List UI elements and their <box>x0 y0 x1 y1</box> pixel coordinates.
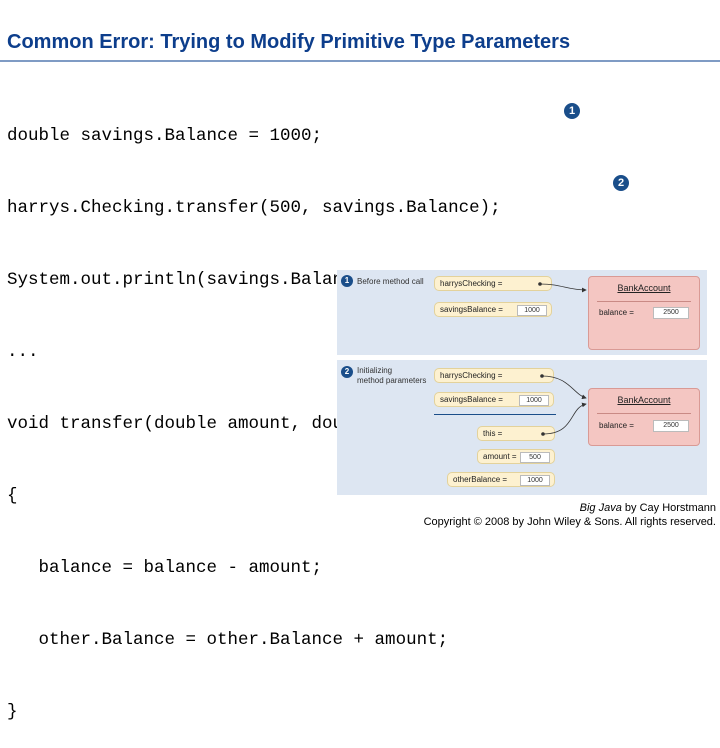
variable-savings-balance: savingsBalance = 1000 <box>434 302 552 317</box>
object-class-name: BankAccount <box>617 283 671 293</box>
object-field-value: 2500 <box>653 420 689 432</box>
variable-name: savingsBalance = <box>440 395 503 404</box>
variable-name: harrysChecking = <box>440 279 503 288</box>
reference-arrow <box>538 282 587 293</box>
variable-value: 1000 <box>517 305 547 316</box>
variable-value: 1000 <box>519 395 549 406</box>
book-title: Big Java <box>579 502 622 514</box>
code-line: balance = balance - amount; <box>7 558 323 578</box>
bank-account-object: BankAccount balance = 2500 <box>588 276 700 350</box>
variable-name: amount = <box>483 452 517 461</box>
code-line: double savings.Balance = 1000; <box>7 126 323 146</box>
step-2-marker: 2 <box>613 175 629 191</box>
variable-name: otherBalance = <box>453 475 508 484</box>
step-1-marker: 1 <box>564 103 580 119</box>
code-line: harrys.Checking.transfer(500, savings.Ba… <box>7 198 501 218</box>
variable-value: 500 <box>520 452 550 463</box>
code-line: ... <box>7 342 39 362</box>
variable-savings-balance: savingsBalance = 1000 <box>434 392 554 407</box>
variable-name: savingsBalance = <box>440 305 503 314</box>
book-credit: Big Java by Cay Horstmann <box>424 501 716 515</box>
code-line: } <box>7 702 18 722</box>
variable-name: this = <box>483 429 503 438</box>
object-field-name: balance = <box>599 308 634 317</box>
bank-account-object: BankAccount balance = 2500 <box>588 388 700 446</box>
diagram-step-1-marker: 1 <box>341 275 353 287</box>
diagram-step-1-label: Before method call <box>357 277 424 286</box>
code-line: other.Balance = other.Balance + amount; <box>7 630 449 650</box>
code-line: { <box>7 486 18 506</box>
variable-harrys-checking: harrysChecking = <box>434 368 554 383</box>
variable-value: 1000 <box>520 475 550 486</box>
object-divider <box>597 301 691 302</box>
diagram-step-1-panel: 1 Before method call harrysChecking = sa… <box>337 270 707 355</box>
object-field-value: 2500 <box>653 307 689 319</box>
object-class-name: BankAccount <box>617 395 671 405</box>
book-author: by Cay Horstmann <box>621 502 716 514</box>
variable-harrys-checking: harrysChecking = <box>434 276 552 291</box>
parameter-other-balance: otherBalance = 1000 <box>447 472 555 487</box>
title-divider <box>0 60 720 62</box>
diagram-step-2-panel: 2 Initializing method parameters harrysC… <box>337 360 707 495</box>
parameter-amount: amount = 500 <box>477 449 555 464</box>
code-line: System.out.println(savings.Balance); <box>7 270 386 290</box>
stack-frame-divider <box>434 414 556 415</box>
diagram-step-2-marker: 2 <box>341 366 353 378</box>
copyright-line: Copyright © 2008 by John Wiley & Sons. A… <box>423 516 716 528</box>
variable-name: harrysChecking = <box>440 371 503 380</box>
reference-arrows <box>540 374 587 436</box>
diagram-step-2-label: Initializing method parameters <box>357 366 427 385</box>
slide-title: Common Error: Trying to Modify Primitive… <box>7 31 571 53</box>
parameter-this: this = <box>477 426 555 441</box>
object-field-name: balance = <box>599 421 634 430</box>
copyright-notice: Big Java by Cay Horstmann Copyright © 20… <box>424 501 716 529</box>
object-divider <box>597 413 691 414</box>
